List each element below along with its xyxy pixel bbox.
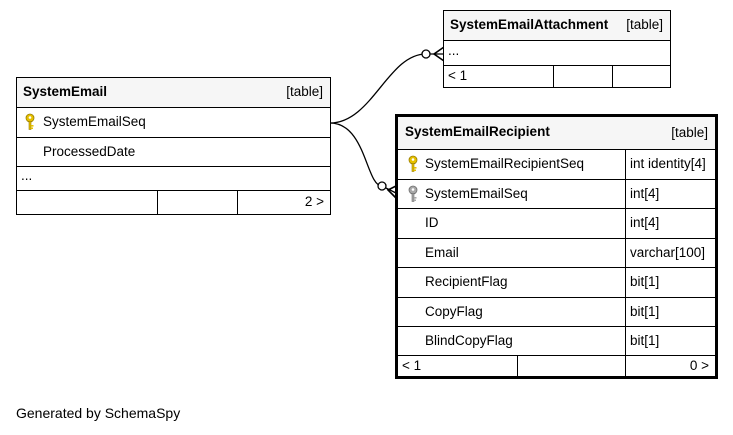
children-link[interactable]: 2 > (304, 194, 324, 209)
column-type: int[4] (630, 186, 660, 201)
column-type: varchar[100] (630, 245, 706, 260)
table-system-email-recipient[interactable]: SystemEmailRecipient [table] SystemEmail… (395, 114, 718, 379)
navigation-row: 2 > (17, 191, 330, 214)
column-row[interactable]: RecipientFlag bit[1] (398, 268, 715, 298)
crowfoot-marker (386, 185, 397, 199)
column-name: Email (425, 245, 459, 260)
cell-divider (237, 191, 238, 214)
column-row[interactable]: SystemEmailRecipientSeq int identity[4] (398, 150, 715, 180)
cell-divider (517, 356, 518, 376)
cell-divider (625, 298, 626, 326)
table-name[interactable]: SystemEmailRecipient (405, 124, 550, 139)
primary-key-icon (408, 155, 418, 172)
column-row[interactable]: ID int[4] (398, 209, 715, 239)
crowfoot-marker (432, 46, 445, 62)
column-row[interactable]: SystemEmailSeq (17, 108, 330, 138)
cell-divider (625, 180, 626, 208)
table-system-email-attachment[interactable]: SystemEmailAttachment [table] ... < 1 (443, 10, 671, 88)
column-name: SystemEmailSeq (425, 186, 528, 201)
children-link[interactable]: 0 > (689, 358, 709, 373)
cell-divider (625, 209, 626, 238)
column-type: bit[1] (630, 304, 660, 319)
column-name: ID (425, 215, 439, 230)
generated-by-credit: Generated by SchemaSpy (16, 405, 181, 421)
navigation-row: < 1 0 > (398, 356, 715, 376)
optional-marker (421, 49, 431, 59)
column-type: bit[1] (630, 274, 660, 289)
column-type: int identity[4] (630, 156, 706, 171)
more-columns: ... (448, 43, 460, 58)
table-header: SystemEmailRecipient [table] (398, 117, 715, 150)
relationship-line-attachment (329, 53, 444, 124)
parents-link[interactable]: < 1 (448, 68, 468, 83)
table-system-email[interactable]: SystemEmail [table] SystemEmailSeq Proce… (16, 77, 331, 215)
column-name: CopyFlag (425, 304, 483, 319)
column-row[interactable]: SystemEmailSeq int[4] (398, 180, 715, 209)
table-header: SystemEmailAttachment [table] (444, 11, 670, 41)
relationship-line-recipient (329, 122, 397, 194)
table-name[interactable]: SystemEmailAttachment (450, 17, 609, 32)
column-row[interactable]: CopyFlag bit[1] (398, 298, 715, 327)
primary-key-icon (25, 113, 35, 130)
column-type: bit[1] (630, 333, 660, 348)
column-name: ProcessedDate (43, 144, 136, 159)
table-type: [table] (626, 17, 663, 32)
column-name: SystemEmailSeq (43, 114, 146, 129)
table-type: [table] (286, 84, 323, 99)
more-columns: ... (21, 168, 33, 183)
cell-divider (625, 356, 626, 376)
column-row[interactable]: BlindCopyFlag bit[1] (398, 327, 715, 356)
column-type: int[4] (630, 215, 660, 230)
navigation-row: < 1 (444, 66, 670, 87)
more-columns-row: ... (17, 167, 330, 191)
column-name: RecipientFlag (425, 274, 508, 289)
table-header: SystemEmail [table] (17, 78, 330, 108)
cell-divider (157, 191, 158, 214)
cell-divider (625, 268, 626, 297)
cell-divider (612, 66, 613, 87)
table-type: [table] (671, 125, 708, 140)
column-row[interactable]: ProcessedDate (17, 138, 330, 167)
column-name: SystemEmailRecipientSeq (425, 156, 585, 171)
column-name: BlindCopyFlag (425, 333, 513, 348)
foreign-key-icon (408, 185, 418, 202)
table-name[interactable]: SystemEmail (23, 84, 108, 99)
cell-divider (625, 150, 626, 179)
parents-link[interactable]: < 1 (402, 358, 422, 373)
cell-divider (553, 66, 554, 87)
more-columns-row: ... (444, 41, 670, 66)
column-row[interactable]: Email varchar[100] (398, 239, 715, 268)
optional-marker (377, 181, 387, 191)
cell-divider (625, 327, 626, 355)
cell-divider (625, 239, 626, 267)
